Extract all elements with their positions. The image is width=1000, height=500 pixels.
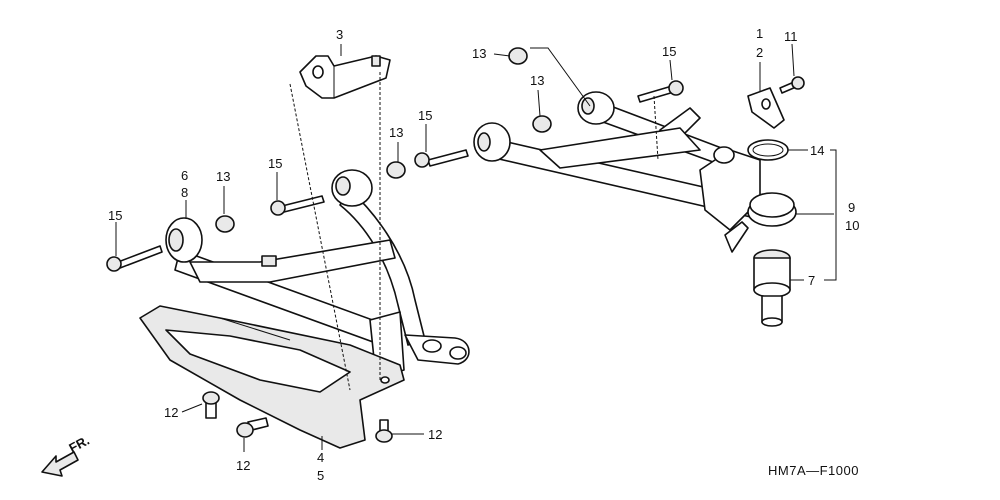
callout-5: 5	[317, 468, 324, 483]
callout-15-right: 15	[662, 44, 676, 59]
callout-1: 1	[756, 26, 763, 41]
part-ball-joint	[753, 249, 791, 327]
part-mounting-bracket	[299, 55, 391, 99]
callout-13-mid: 13	[389, 125, 403, 140]
callouts: 3 6 8 13 15 15 13 15 13 13 15 1 2 11 14 …	[108, 26, 859, 483]
callout-10: 10	[845, 218, 859, 233]
part-knuckle-ring	[747, 192, 797, 227]
part-lower-arm-right	[473, 122, 761, 253]
callout-12-left: 12	[164, 405, 178, 420]
callout-15-center: 15	[418, 108, 432, 123]
callout-9: 9	[848, 200, 855, 215]
callout-11: 11	[784, 29, 798, 44]
fasteners	[106, 47, 805, 443]
part-skid-guard	[139, 305, 405, 449]
callout-2: 2	[756, 45, 763, 60]
callout-7: 7	[808, 273, 815, 288]
part-upper-arm-left	[331, 169, 470, 365]
callout-12-bottom: 12	[236, 458, 250, 473]
callout-15-left: 15	[108, 208, 122, 223]
part-clip-bracket	[747, 87, 785, 129]
front-direction-label: FR.	[66, 433, 92, 456]
callout-14: 14	[810, 143, 824, 158]
callout-3: 3	[336, 27, 343, 42]
alignment-lines	[289, 72, 659, 391]
callout-4: 4	[317, 450, 324, 465]
callout-6: 6	[181, 168, 188, 183]
figure-code: HM7A—F1000	[768, 463, 859, 478]
callout-13-right: 13	[530, 73, 544, 88]
callout-8: 8	[181, 185, 188, 200]
callout-13-left: 13	[216, 169, 230, 184]
callout-13-top: 13	[472, 46, 486, 61]
front-arrow-icon	[41, 451, 79, 477]
part-circlip	[747, 139, 789, 161]
leader-lines	[115, 43, 837, 452]
callout-12-right: 12	[428, 427, 442, 442]
front-direction-indicator: FR.	[41, 433, 92, 477]
callout-15-mid: 15	[268, 156, 282, 171]
